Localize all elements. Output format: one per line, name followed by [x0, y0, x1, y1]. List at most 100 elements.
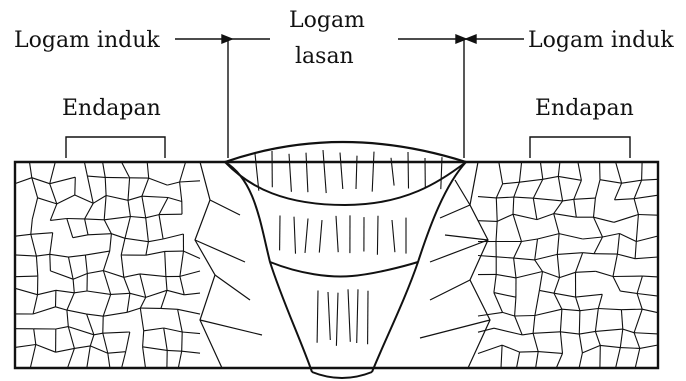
grain-boundary [558, 176, 581, 180]
grain-boundary [166, 277, 167, 291]
grain-boundary [161, 308, 178, 309]
grain-boundary [642, 309, 658, 313]
grain-boundary [105, 177, 106, 195]
grain-boundary [496, 221, 497, 241]
grain-boundary [621, 309, 642, 310]
grain-boundary [620, 291, 637, 293]
grain-boundary [68, 348, 75, 368]
grain-boundary [623, 329, 634, 333]
grain-boundary [68, 327, 74, 349]
grain-boundary [144, 328, 164, 331]
grain-boundary [180, 271, 200, 276]
grain-boundary [85, 219, 105, 220]
grain-boundary [146, 215, 159, 218]
grain-boundary [496, 197, 514, 198]
weld-bead [225, 142, 466, 378]
grain-boundary [579, 311, 580, 334]
grain-boundary [503, 312, 515, 316]
grain-boundary [15, 255, 36, 256]
grain-boundary [543, 272, 560, 278]
grain-boundary [15, 276, 38, 277]
grain-boundary [85, 219, 88, 235]
grain-boundary [159, 215, 163, 239]
grain-boundary [554, 201, 563, 214]
grain-boundary [87, 271, 103, 274]
grain-boundary [50, 184, 57, 204]
grain-boundary [515, 297, 516, 316]
grain-boundary [159, 198, 168, 215]
arrow-parent-right [466, 35, 476, 43]
grain-boundary [478, 197, 496, 198]
grain-boundary [124, 277, 130, 293]
grain-boundary [90, 346, 108, 353]
grain-boundary [50, 219, 67, 221]
grain-boundary [520, 352, 539, 353]
grain-boundary [496, 184, 502, 198]
grain-boundary [513, 197, 514, 214]
grain-boundary [178, 309, 183, 332]
grain-boundary [140, 297, 145, 308]
grain-boundary [517, 352, 520, 368]
grain-boundary [130, 217, 145, 218]
grain-boundary [110, 234, 112, 251]
weld-grain-stroke [294, 217, 296, 254]
grain-boundary [554, 214, 577, 218]
grain-boundary [75, 177, 76, 195]
grain-boundary [161, 290, 167, 308]
grain-boundary [84, 162, 87, 176]
grain-boundary [579, 331, 595, 334]
grain-boundary [557, 253, 582, 255]
grain-boundary [121, 255, 124, 277]
grain-boundary [515, 316, 535, 317]
grain-boundary [104, 220, 111, 234]
grain-boundary [535, 290, 540, 315]
grain-boundary [87, 291, 111, 294]
grain-boundary [634, 309, 642, 333]
grain-boundary [184, 251, 201, 258]
grain-boundary [127, 293, 130, 312]
grain-boundary [67, 310, 68, 327]
grain-boundary [514, 258, 516, 278]
grain-boundary [637, 294, 658, 297]
grain-boundary [167, 350, 182, 351]
grain-boundary [616, 162, 622, 183]
weld-metal-label-line1: Logam [289, 10, 365, 32]
grain-boundary [103, 312, 127, 316]
grain-boundary [104, 196, 106, 220]
grain-boundary [519, 162, 521, 182]
grain-boundary [180, 251, 184, 276]
grain-boundary [494, 274, 496, 292]
grain-boundary [180, 162, 186, 182]
grain-boundary [535, 309, 562, 315]
grain-boundary [502, 345, 519, 352]
grain-boundary [128, 200, 130, 216]
grain-boundary [594, 217, 603, 237]
grain-boundary [478, 312, 503, 316]
grain-boundary [538, 234, 560, 239]
grain-boundary [73, 235, 88, 238]
grain-boundary [560, 332, 579, 334]
grain-boundary [642, 162, 643, 180]
grain-boundary [499, 162, 503, 184]
grain-boundary [576, 271, 596, 272]
grain-boundary [494, 328, 522, 335]
grain-boundary [514, 197, 534, 198]
grain-boundary [494, 293, 503, 313]
grain-boundary [103, 271, 123, 278]
grain-boundary [598, 309, 621, 310]
grain-boundary [634, 180, 642, 199]
grain-boundary [104, 217, 130, 220]
grain-boundary [595, 180, 600, 198]
grain-boundary [557, 234, 559, 255]
grain-boundary [636, 215, 638, 242]
grain-boundary [543, 176, 559, 179]
weld-boundary-left [225, 162, 312, 372]
grain-boundary [554, 293, 562, 309]
grain-boundary [622, 180, 642, 183]
grain-boundary [31, 219, 33, 234]
grain-boundary [143, 347, 168, 351]
grain-boundary [563, 199, 574, 201]
grain-boundary [182, 332, 200, 334]
weld-grain-stroke [328, 292, 330, 340]
weld-grain-stroke [323, 150, 326, 193]
